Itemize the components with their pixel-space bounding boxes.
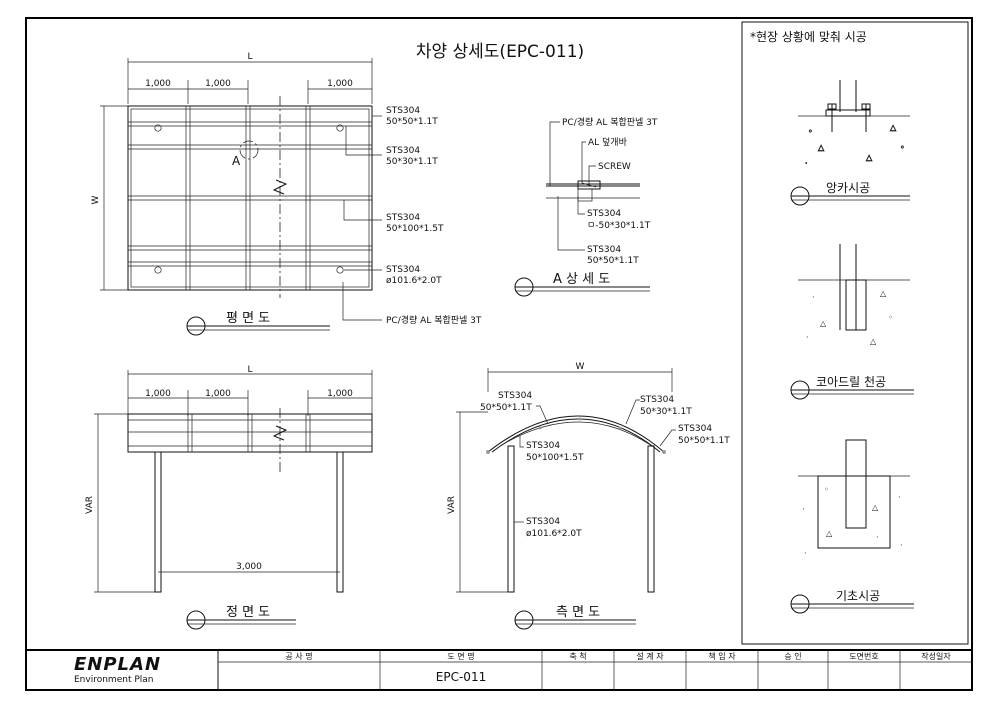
plan-callout-1-line1: STS304 (386, 106, 420, 116)
front-span-dim: 3,000 (236, 562, 262, 572)
plan-view-label: 평 면 도 (226, 311, 270, 326)
install-foundation-label: 기초시공 (836, 589, 880, 603)
svg-text:·: · (806, 333, 809, 342)
install-foundation: ◦ △ △ · · · · · 기초시공 (790, 439, 914, 614)
install-core-drill: · △ △ ◦ △ · 코아드릴 천공 (790, 244, 914, 400)
plan-callout-4-line1: STS304 (386, 265, 420, 275)
header-drawing-number: 도면번호 (849, 651, 878, 661)
detail-a-callout-1-line2: ㅁ-50*30*1.1T (587, 221, 651, 231)
install-anchor: ◦ △ △ ◦ △ · 앙카시공 (790, 80, 910, 206)
svg-text:△: △ (872, 503, 879, 512)
install-anchor-label: 앙카시공 (826, 181, 870, 195)
plan-panel-note: PC/경량 AL 복합판넬 3T (386, 314, 482, 326)
side-callout-2-line2: 50*30*1.1T (640, 407, 692, 417)
svg-text:·: · (804, 549, 807, 558)
svg-text:△: △ (880, 289, 887, 298)
front-view-label: 정 면 도 (226, 605, 270, 620)
svg-text:◦: ◦ (808, 127, 813, 136)
sheet-border (25, 17, 973, 691)
header-date: 작성일자 (921, 651, 951, 661)
side-callout-3-line1: STS304 (678, 424, 712, 434)
drawing-title: 차양 상세도(EPC-011) (416, 42, 584, 62)
header-drawing-name: 도 면 명 (447, 651, 474, 661)
plan-dim-3: 1,000 (327, 79, 353, 89)
front-view: L 1,000 1,000 1,000 3,000 VAR (85, 365, 373, 630)
svg-text:·: · (900, 541, 903, 550)
drawing-name-value: EPC-011 (436, 670, 486, 684)
detail-a-bar-note: AL 덮개바 (588, 136, 628, 148)
svg-text:△: △ (890, 123, 897, 132)
detail-a-label: A 상 세 도 (553, 272, 610, 287)
svg-text:·: · (802, 505, 805, 514)
svg-text:·: · (812, 293, 815, 302)
front-dim-2: 1,000 (205, 389, 231, 399)
svg-text:·: · (805, 159, 808, 168)
header-approval: 승 인 (784, 651, 801, 661)
plan-dim-total: L (247, 52, 252, 62)
detail-a-screw-note: SCREW (598, 162, 631, 172)
side-note: *현장 상황에 맞춰 시공 (750, 30, 867, 44)
front-dim-total: L (247, 365, 252, 375)
front-dim-3: 1,000 (327, 389, 353, 399)
plan-view: L 1,000 1,000 1,000 (91, 52, 482, 336)
plan-detail-mark: A (232, 154, 241, 168)
detail-a-callout-2-line2: 50*50*1.1T (587, 256, 639, 266)
side-callout-1-line2: 50*50*1.1T (480, 403, 532, 413)
header-manager: 책 임 자 (708, 651, 736, 661)
svg-text:◦: ◦ (824, 485, 829, 494)
side-callout-2-line1: STS304 (640, 395, 674, 405)
plan-callout-3-line1: STS304 (386, 213, 420, 223)
front-height-dim: VAR (85, 496, 95, 514)
side-view: W VAR STS304 50*50*1.1T STS304 50*30*1.1… (447, 362, 730, 630)
install-core-drill-label: 코아드릴 천공 (816, 374, 886, 389)
svg-text:△: △ (820, 319, 827, 328)
title-block: ENPLAN Environment Plan 공 사 명 도 면 명 축 척 … (26, 649, 972, 690)
plan-dim-2: 1,000 (205, 79, 231, 89)
side-callout-4-line1: STS304 (526, 441, 560, 451)
detail-a-callout-2-line1: STS304 (587, 245, 621, 255)
plan-callout-3-line2: 50*100*1.5T (386, 224, 444, 234)
header-scale: 축 척 (569, 652, 586, 661)
side-height-dim: VAR (447, 496, 457, 514)
plan-callout-2-line2: 50*30*1.1T (386, 157, 438, 167)
svg-text:·: · (876, 533, 879, 542)
header-designer: 설 계 자 (636, 651, 664, 661)
side-callout-5-line2: ø101.6*2.0T (526, 529, 582, 539)
plan-dim-1: 1,000 (145, 79, 171, 89)
svg-text:◦: ◦ (888, 313, 893, 322)
plan-callout-4-line2: ø101.6*2.0T (386, 276, 442, 286)
header-project-name: 공 사 명 (285, 651, 312, 661)
svg-text:△: △ (818, 143, 825, 152)
logo-wordmark: ENPLAN (74, 654, 161, 675)
install-panel (741, 21, 969, 645)
svg-text:△: △ (870, 337, 877, 346)
svg-text:·: · (898, 493, 901, 502)
plan-callout-1-line2: 50*50*1.1T (386, 117, 438, 127)
front-dim-1: 1,000 (145, 389, 171, 399)
plan-callout-2-line1: STS304 (386, 146, 420, 156)
logo-subtitle: Environment Plan (74, 675, 153, 685)
svg-text:◦: ◦ (900, 143, 905, 152)
side-view-label: 측 면 도 (556, 605, 600, 620)
detail-a-view: PC/경량 AL 복합판넬 3T AL 덮개바 SCREW STS304 ㅁ-5… (514, 116, 658, 297)
side-callout-1-line1: STS304 (498, 391, 532, 401)
svg-text:△: △ (866, 153, 873, 162)
svg-text:△: △ (826, 529, 833, 538)
side-callout-5-line1: STS304 (526, 517, 560, 527)
side-dim-total: W (576, 362, 585, 372)
plan-height-dim: W (91, 195, 101, 204)
detail-a-callout-1-line1: STS304 (587, 209, 621, 219)
side-callout-3-line2: 50*50*1.1T (678, 436, 730, 446)
side-callout-4-line2: 50*100*1.5T (526, 453, 584, 463)
detail-a-panel-note: PC/경량 AL 복합판넬 3T (562, 116, 658, 128)
